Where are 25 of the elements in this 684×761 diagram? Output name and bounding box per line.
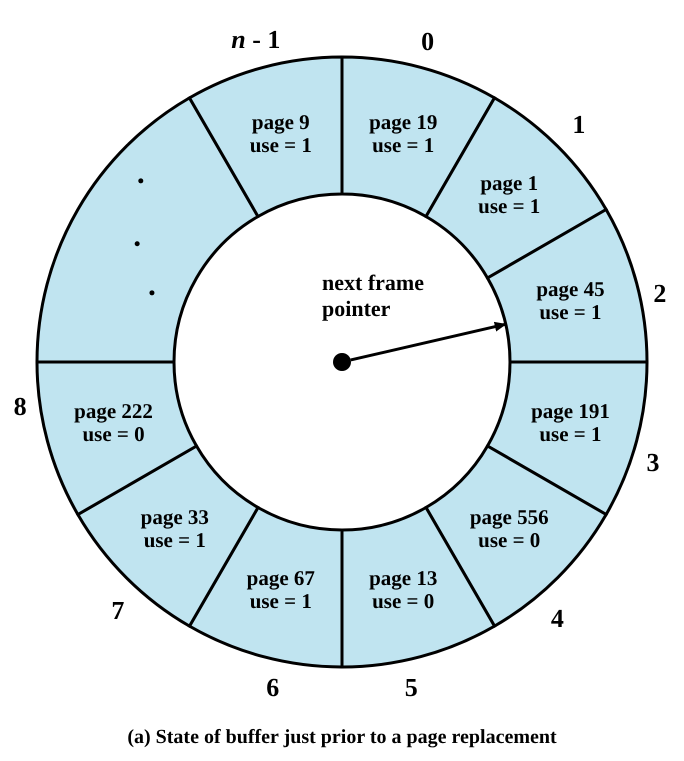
page-label: page 191 use = 1	[531, 400, 610, 446]
page-label: page 9 use = 1	[250, 110, 312, 157]
slot-number: 4	[550, 604, 564, 634]
pivot-dot	[333, 353, 351, 371]
page-label: page 45 use = 1	[536, 278, 605, 324]
page-label: page 222 use = 0	[74, 400, 153, 446]
slot-number: 2	[653, 279, 666, 310]
slot-number: n - 1	[231, 25, 280, 56]
pointer-arrow	[350, 322, 507, 362]
page-label: page 33 use = 1	[140, 506, 209, 552]
slot-number: 8	[14, 392, 27, 422]
page-label: page 556 use = 0	[470, 506, 549, 552]
figure-caption: (a) State of buffer just prior to a page replacement	[126, 726, 558, 749]
slot-number: 0	[421, 27, 434, 58]
slot-number: 6	[266, 672, 280, 703]
slot-number: 1	[572, 110, 586, 140]
page-label: page 1 use = 1	[478, 172, 540, 218]
ring-segment	[187, 55, 344, 219]
page-label: page 67 use = 1	[246, 567, 315, 614]
slot-number: 3	[646, 448, 660, 478]
ring-segment	[187, 505, 345, 669]
slot-number: 7	[111, 596, 124, 626]
page-label: page 13 use = 0	[369, 567, 438, 614]
slot-number: 5	[404, 672, 418, 703]
page-label: page 19 use = 1	[369, 110, 438, 157]
